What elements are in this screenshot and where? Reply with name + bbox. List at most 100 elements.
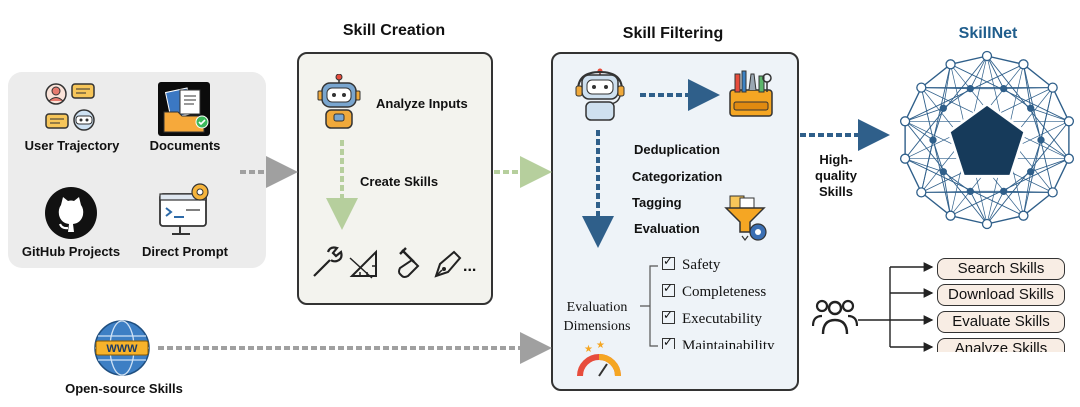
network-node [1037, 136, 1045, 144]
network-node [981, 50, 993, 62]
skillnet-network-graph [899, 50, 1075, 230]
network-node [1018, 59, 1029, 70]
network-node [916, 187, 927, 198]
robot-headset-icon [575, 68, 625, 121]
network-node [945, 59, 956, 70]
network-edge [943, 88, 971, 109]
network-edge [942, 64, 951, 109]
analyze-skills-button[interactable]: Analyze Skills [937, 338, 1065, 352]
network-node [1027, 168, 1035, 176]
network-edge [1030, 158, 1070, 173]
network-edge [969, 55, 988, 89]
dimension-safety-label: Safety [682, 257, 721, 273]
download-skills-button[interactable]: Download Skills [937, 284, 1065, 306]
network-edge [1030, 139, 1042, 172]
network-node [1063, 116, 1075, 127]
tools-row [313, 246, 462, 279]
network-edge [932, 139, 944, 172]
network-node [945, 210, 956, 221]
network-edge [1023, 64, 1032, 109]
robot-icon [317, 74, 361, 129]
toolbox-icon [729, 70, 773, 117]
network-edge [920, 63, 951, 89]
eval-dimensions-line2: Dimensions [563, 319, 631, 334]
pen-nib-icon [434, 250, 462, 278]
ruler-icon [349, 249, 377, 279]
create-skills-label: Create Skills [360, 174, 439, 189]
dimension-executability-label: Executability [682, 311, 762, 327]
checkbox-icon [662, 254, 675, 270]
user-trajectory-label: User Trajectory [24, 138, 120, 153]
network-edge [986, 55, 1005, 89]
dimension-maintainability: Maintainability [662, 338, 775, 354]
search-skills-button[interactable]: Search Skills [937, 258, 1065, 280]
gauge-icon: ★ ★ [577, 340, 621, 377]
checkbox-icon [662, 338, 675, 349]
svg-text:★: ★ [584, 344, 593, 355]
skillnet-title: SkillNet [935, 25, 1041, 43]
network-edge [1023, 171, 1032, 216]
network-node [939, 104, 947, 112]
documents-label: Documents [149, 138, 221, 153]
network-node [1027, 104, 1035, 112]
skillnet-title-suffix: Net [991, 25, 1018, 42]
checkbox-icon [662, 308, 675, 324]
input-sources-panel [8, 72, 266, 268]
more-tools-ellipsis: ... [463, 258, 477, 275]
network-edge [950, 55, 988, 66]
network-node [1000, 84, 1008, 93]
dimension-executability: Executability [662, 308, 762, 328]
network-edge [1040, 139, 1070, 160]
network-node [1047, 187, 1058, 198]
github-projects-label: GitHub Projects [21, 244, 121, 259]
network-node [899, 153, 911, 164]
network-node [916, 82, 927, 93]
user-trajectory-icon [45, 83, 95, 131]
svg-text:★: ★ [596, 340, 605, 351]
network-edge [986, 191, 1005, 225]
svg-text:WWW: WWW [106, 343, 138, 355]
network-node [1000, 187, 1008, 196]
evaluate-skills-button[interactable]: Evaluate Skills [937, 311, 1065, 333]
step-categorization: Categorization [632, 169, 723, 184]
network-edge [1052, 158, 1070, 193]
network-edge [986, 214, 1024, 225]
network-edge [1003, 171, 1031, 192]
skillnet-title-prefix: Skill [958, 25, 992, 42]
users-icon [812, 299, 858, 335]
open-source-skills-label: Open-source Skills [65, 381, 183, 396]
dimension-maintainability-label: Maintainability [682, 338, 775, 354]
dimension-completeness: Completeness [662, 281, 766, 301]
network-edge [943, 171, 971, 192]
network-node [981, 218, 993, 230]
dimensions-bracket [640, 265, 658, 347]
documents-icon [158, 82, 210, 136]
network-edge [920, 87, 951, 216]
network-node [966, 84, 974, 93]
network-edge [1003, 88, 1031, 109]
network-edge [1023, 63, 1054, 89]
network-edge [920, 139, 934, 193]
network-node [1063, 153, 1075, 164]
network-node [899, 116, 911, 127]
funnel-icon [724, 195, 767, 241]
network-edge [1023, 64, 1054, 193]
direct-prompt-icon [159, 183, 209, 235]
globe-icon: WWW [94, 320, 150, 376]
direct-prompt-label: Direct Prompt [142, 244, 228, 259]
network-edge [1030, 108, 1042, 141]
shovel-icon [398, 247, 420, 278]
eval-dimensions-label: Evaluation Dimensions [558, 300, 636, 335]
network-edge [904, 107, 944, 122]
step-deduplication: Deduplication [634, 142, 720, 157]
step-tagging: Tagging [632, 195, 682, 210]
network-node [1018, 210, 1029, 221]
network-node [939, 168, 947, 176]
checkbox-icon [662, 281, 675, 297]
network-edge [1040, 87, 1054, 141]
hq-skills-label: High-quality Skills [800, 152, 872, 200]
skill-creation-title: Skill Creation [342, 22, 446, 39]
network-edge [920, 191, 951, 217]
analyze-inputs-label: Analyze Inputs [376, 96, 468, 111]
network-edge [969, 191, 988, 225]
